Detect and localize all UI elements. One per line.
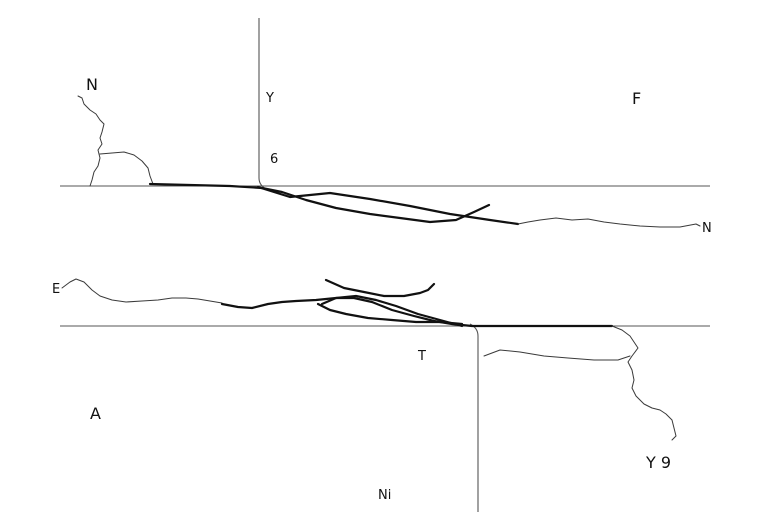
label-bottom-foot: Ni — [378, 488, 391, 503]
label-mid-right: N — [702, 221, 712, 236]
label-bottom-right: Y 9 — [645, 453, 671, 472]
lower-upper-branch-trace — [324, 278, 436, 298]
lower-crossing-trace — [316, 302, 464, 326]
label-top-mid-upper: Y — [265, 91, 274, 106]
label-mid-left: E — [52, 282, 60, 297]
lower-right-boundary-trace — [611, 325, 677, 441]
label-top-mid-lower: 6 — [270, 152, 278, 167]
upper-left-boundary-branch — [99, 151, 154, 185]
lower-left-trace — [61, 278, 223, 304]
upper-left-boundary-trace — [77, 95, 105, 187]
label-top-right: F — [632, 89, 641, 108]
upper-right-trace — [517, 217, 701, 228]
upper-main-trace — [148, 182, 491, 224]
lower-main-trace — [220, 296, 614, 328]
label-bottom-center: T — [417, 349, 426, 364]
upper-secondary-trace — [256, 185, 520, 226]
lower-vertical-line — [469, 323, 479, 512]
lower-right-boundary-branch — [483, 349, 631, 361]
label-bottom-left: A — [90, 404, 101, 423]
label-top-left: N — [86, 75, 98, 94]
lower-loop-trace — [320, 294, 464, 328]
